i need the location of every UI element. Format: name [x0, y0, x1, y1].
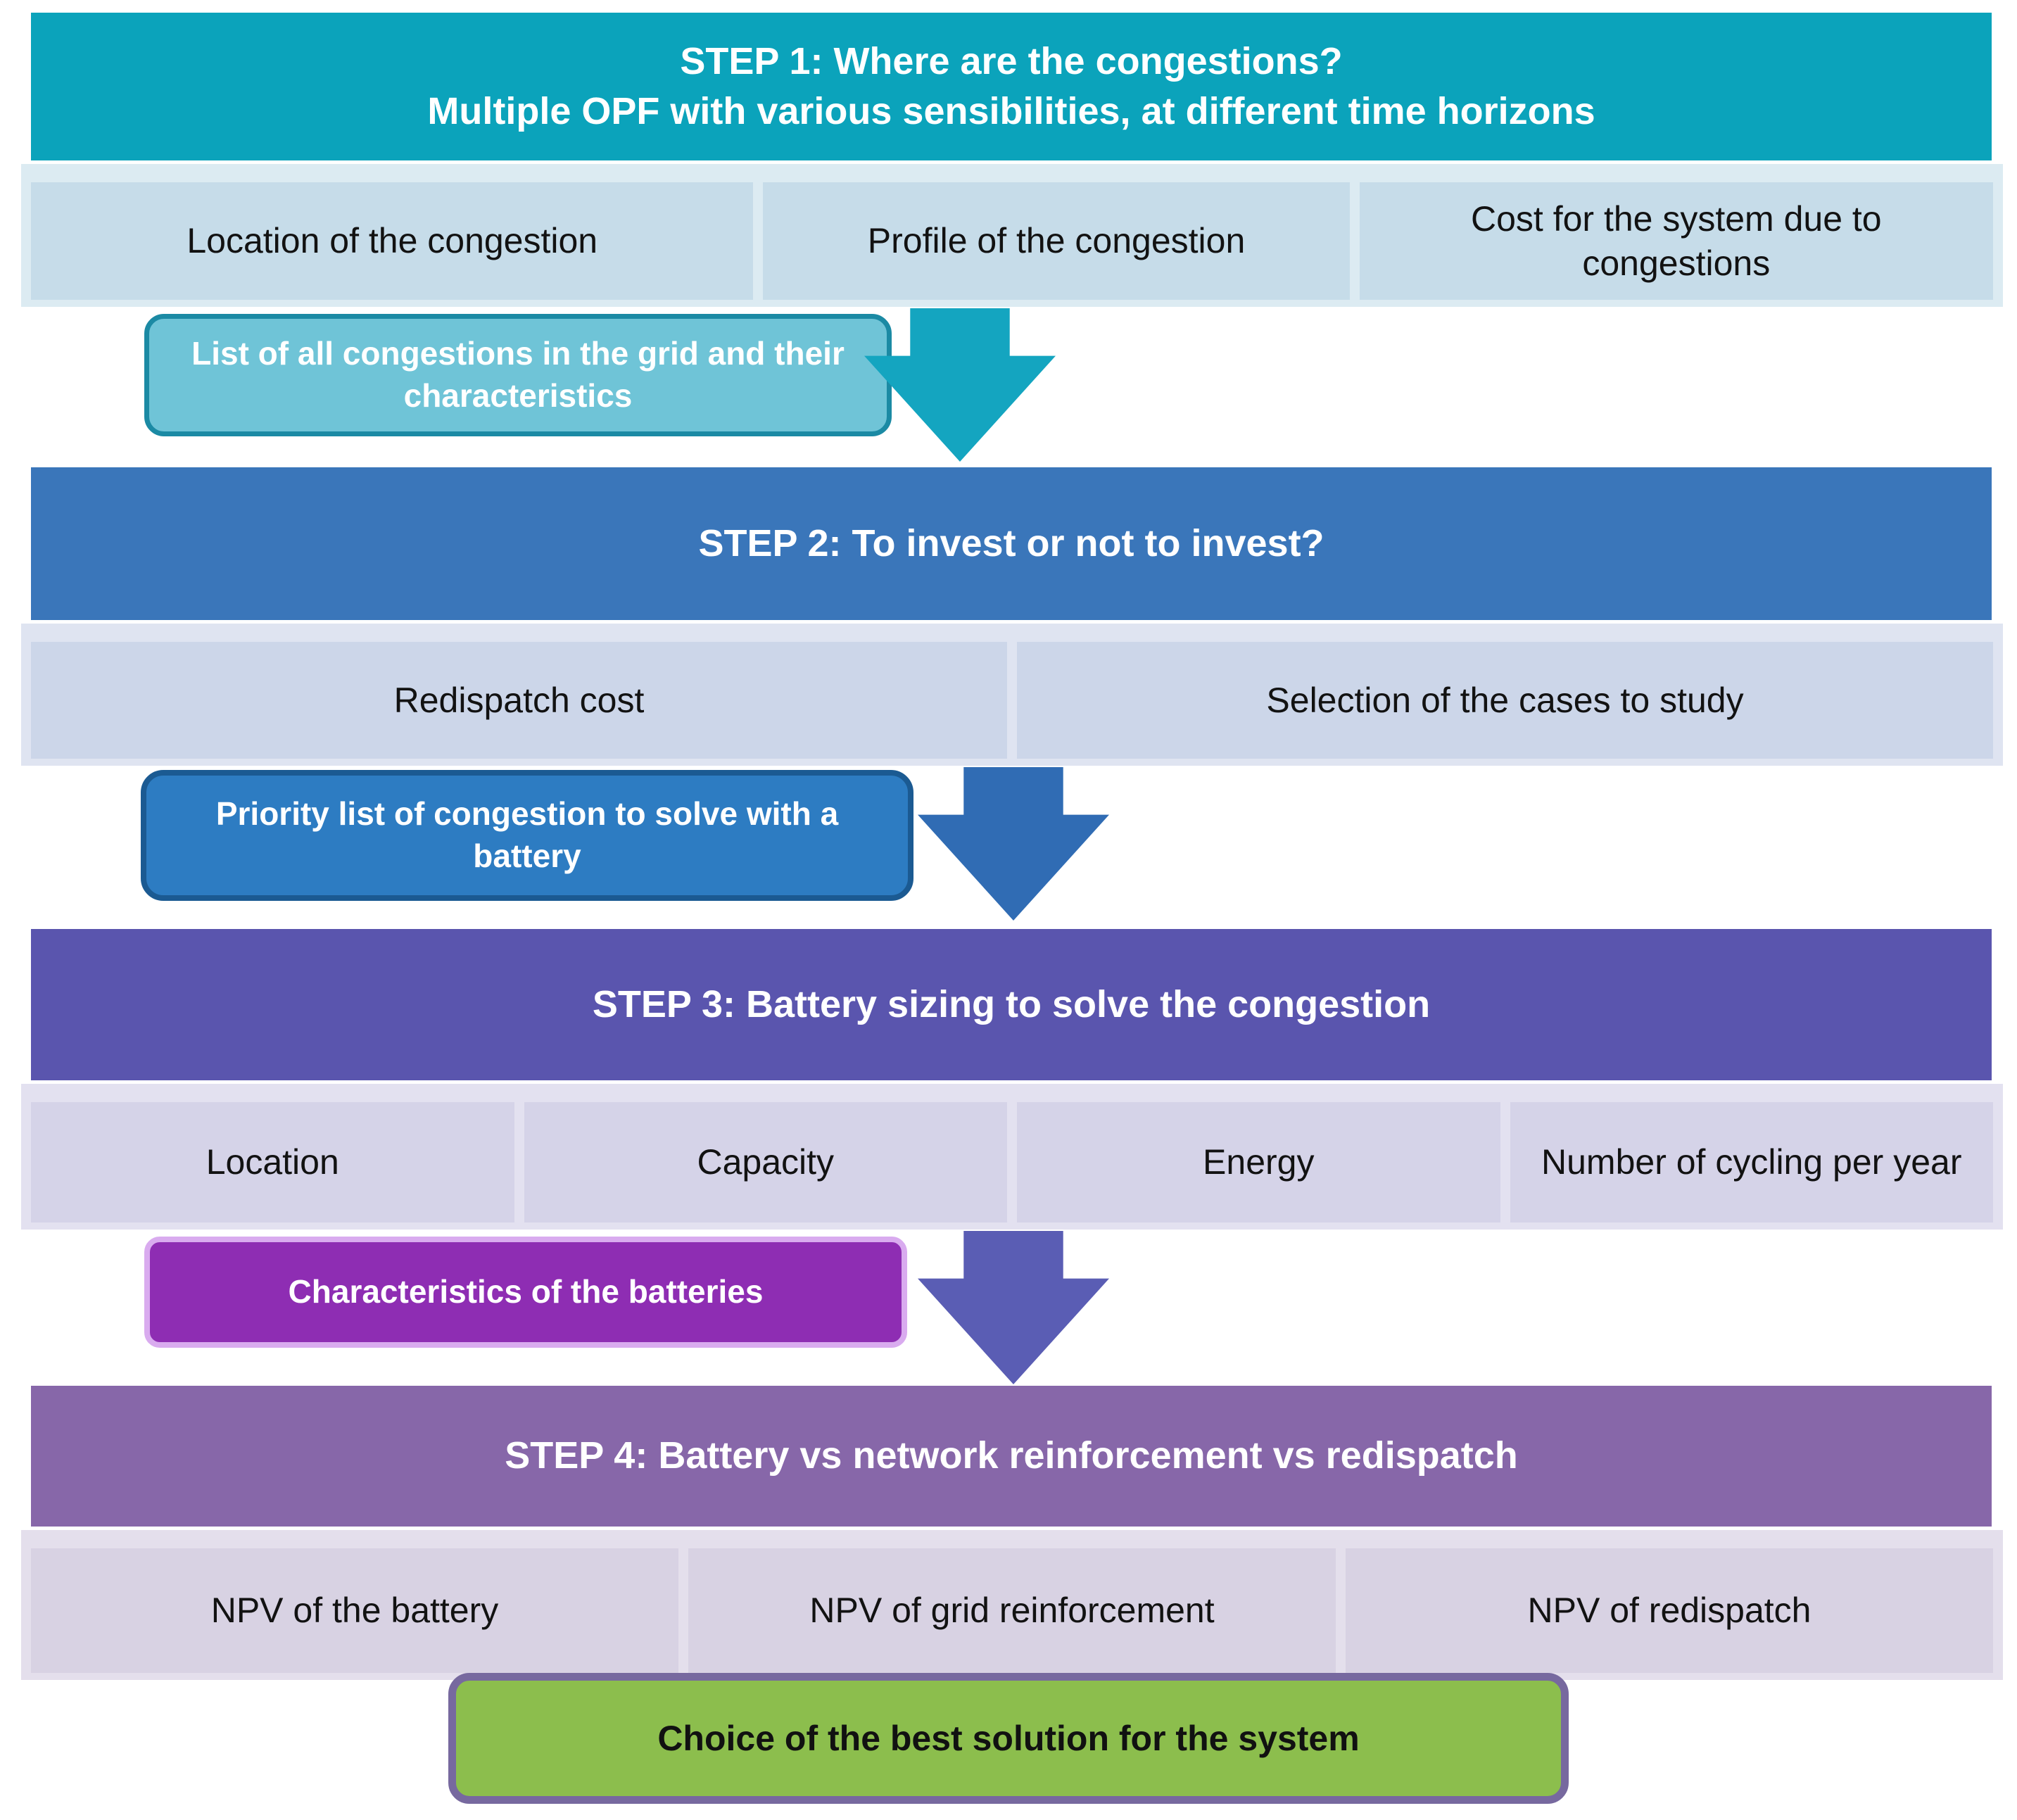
step3-box-energy: Energy	[1017, 1102, 1500, 1222]
step3-box-location: Location	[31, 1102, 514, 1222]
step3-box-row: Location Capacity Energy Number of cycli…	[21, 1084, 2003, 1230]
step4-box-npv-battery: NPV of the battery	[31, 1548, 678, 1673]
step3-output-callout: Characteristics of the batteries	[144, 1237, 907, 1348]
step1-box-row: Location of the congestion Profile of th…	[21, 164, 2003, 307]
step2-box-case-selection: Selection of the cases to study	[1017, 642, 1993, 759]
step1-box-cost: Cost for the system due to congestions	[1359, 182, 1993, 300]
step4-title-line1: STEP 4: Battery vs network reinforcement…	[505, 1434, 1518, 1477]
final-choice-box: Choice of the best solution for the syst…	[448, 1673, 1569, 1804]
step1-box-location: Location of the congestion	[31, 182, 754, 300]
step3-header: STEP 3: Battery sizing to solve the cong…	[31, 929, 1992, 1080]
step1-title-line1: STEP 1: Where are the congestions?	[680, 39, 1343, 82]
step1-box-profile: Profile of the congestion	[763, 182, 1350, 300]
step1-output-callout: List of all congestions in the grid and …	[144, 314, 892, 436]
step2-output-callout: Priority list of congestion to solve wit…	[141, 770, 913, 901]
step4-box-npv-grid: NPV of grid reinforcement	[688, 1548, 1336, 1673]
step3-connector: Characteristics of the batteries	[0, 1230, 2017, 1386]
step3-box-cycling: Number of cycling per year	[1510, 1102, 1993, 1222]
step1-header: STEP 1: Where are the congestions? Multi…	[31, 13, 1992, 160]
step4-box-row: NPV of the battery NPV of grid reinforce…	[21, 1530, 2003, 1680]
down-arrow-icon	[918, 767, 1109, 921]
step2-connector: Priority list of congestion to solve wit…	[0, 766, 2017, 929]
step3-box-capacity: Capacity	[524, 1102, 1007, 1222]
step2-title-line1: STEP 2: To invest or not to invest?	[698, 522, 1324, 564]
step2-box-redispatch-cost: Redispatch cost	[31, 642, 1007, 759]
step4-box-npv-redispatch: NPV of redispatch	[1346, 1548, 1993, 1673]
step3-title-line1: STEP 3: Battery sizing to solve the cong…	[592, 982, 1431, 1025]
step2-header: STEP 2: To invest or not to invest?	[31, 467, 1992, 620]
step4-header: STEP 4: Battery vs network reinforcement…	[31, 1386, 1992, 1527]
step2-box-row: Redispatch cost Selection of the cases t…	[21, 624, 2003, 766]
down-arrow-icon	[918, 1231, 1109, 1384]
step1-title-line2: Multiple OPF with various sensibilities,…	[427, 90, 1595, 132]
down-arrow-icon	[864, 308, 1056, 462]
step1-connector: List of all congestions in the grid and …	[0, 307, 2017, 467]
